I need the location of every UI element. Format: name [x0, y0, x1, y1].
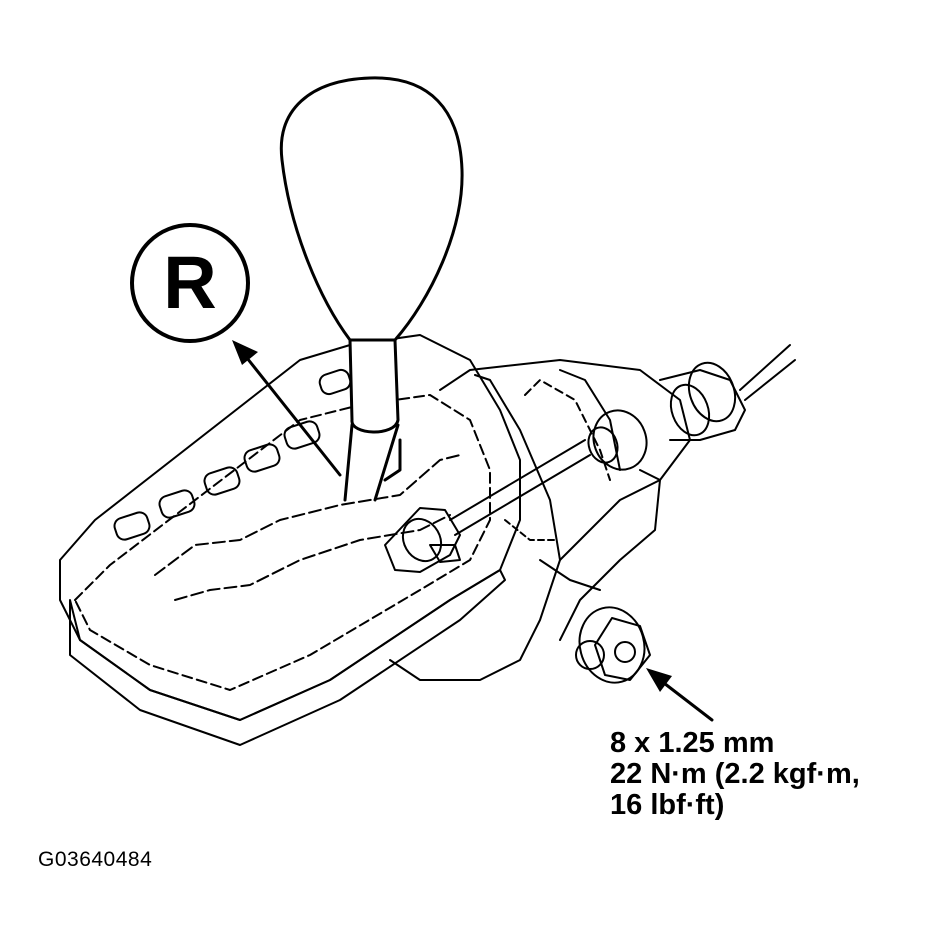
torque-spec-line-3: 16 lbf·ft) [610, 789, 725, 821]
figure-id: G03640484 [38, 848, 153, 871]
shift-gate [154, 454, 461, 601]
flange-nut [578, 606, 651, 684]
torque-spec: 8 x 1.25 mm 22 N·m (2.2 kgf·m, 16 lbf·ft… [610, 728, 860, 821]
torque-spec-line-2: 22 N·m (2.2 kgf·m, [610, 758, 860, 790]
gear-position-slots [113, 368, 352, 541]
shift-knob [279, 76, 464, 342]
torque-spec-line-1: 8 x 1.25 mm [610, 727, 775, 759]
cable-end-bushing [384, 507, 461, 573]
torque-callout-arrow [646, 668, 714, 722]
shift-cable [449, 344, 796, 536]
position-callout-arrow [232, 340, 342, 477]
shift-position-label: R [163, 240, 217, 324]
shift-console [59, 334, 521, 746]
position-callout-circle [130, 223, 250, 343]
shift-lever-shaft [343, 338, 402, 502]
shift-bracket [389, 359, 691, 681]
